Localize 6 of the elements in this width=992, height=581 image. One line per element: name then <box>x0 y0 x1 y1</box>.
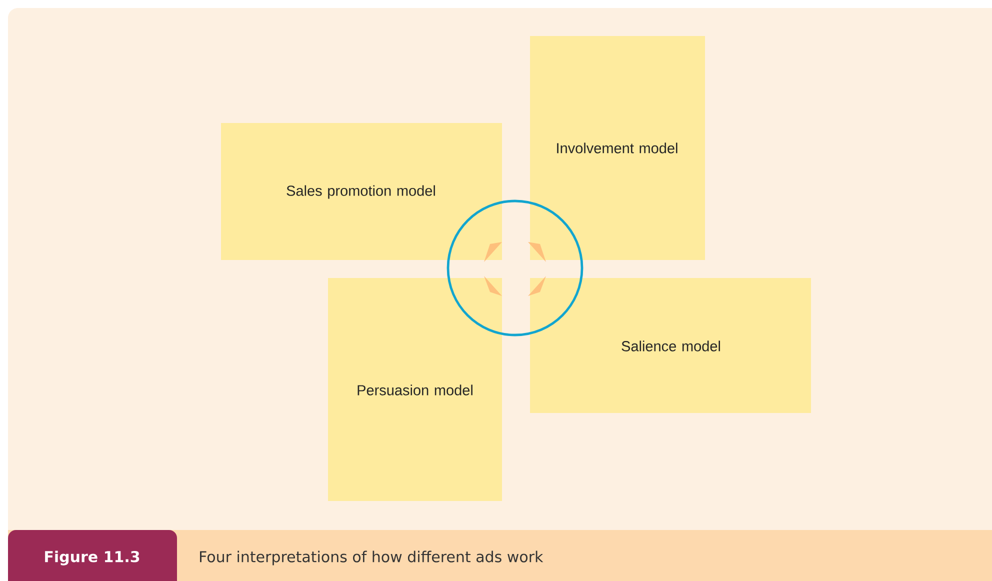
model-box: Salience model <box>530 278 811 413</box>
figure-tag: Figure 11.3 <box>8 530 177 581</box>
model-box: Involvement model <box>530 36 705 260</box>
model-box: Persuasion model <box>328 278 502 501</box>
model-box: Sales promotion model <box>221 123 502 260</box>
caption: Four interpretations of how different ads work <box>200 550 544 566</box>
